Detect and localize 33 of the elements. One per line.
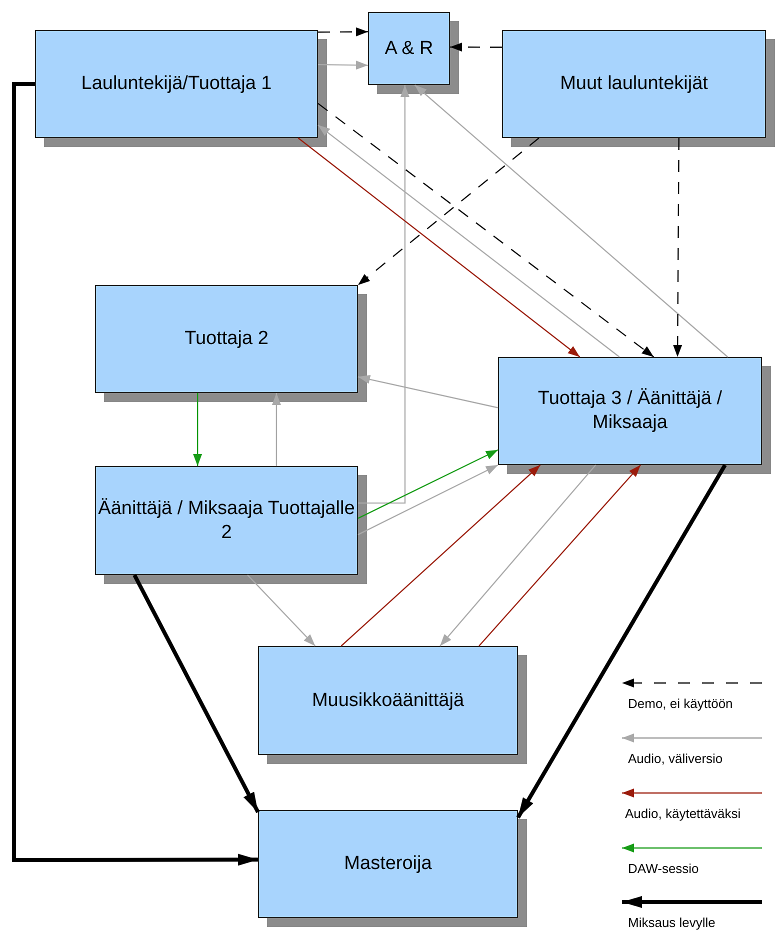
arrow: [193, 393, 202, 466]
arrow: [247, 574, 316, 646]
node-label: Äänittäjä / Miksaaja Tuottajalle 2: [97, 496, 356, 544]
legend-label: Audio, käytettäväksi: [625, 806, 741, 821]
arrow: [440, 464, 596, 646]
arrow: [318, 124, 620, 358]
arrow: [478, 464, 641, 646]
dashed-arrow: [450, 42, 502, 52]
node-label: Tuottaja 3 / Äänittäjä / Miksaaja: [536, 387, 724, 435]
arrow: [358, 375, 498, 408]
arrow: [318, 60, 368, 70]
arrow: [358, 85, 410, 504]
thick-arrow: [12, 82, 258, 866]
node-label: Muusikkoäänittäjä: [312, 688, 464, 712]
dashed-arrow: [318, 27, 368, 36]
arrow: [340, 464, 541, 646]
arrow: [358, 449, 498, 519]
dashed-arrow: [673, 138, 682, 357]
node-label: Muut lauluntekijät: [560, 72, 708, 96]
thick-arrow: [132, 574, 260, 814]
legend-label: Demo, ei käyttöön: [628, 696, 733, 711]
node-label: Tuottaja 2: [184, 327, 268, 351]
legend-label: DAW-sessio: [628, 861, 699, 876]
legend-label: Audio, väliversio: [628, 751, 723, 766]
legend-label: Miksaus levylle: [628, 915, 716, 930]
arrow: [414, 84, 728, 358]
node-label: Lauluntekijä/Tuottaja 1: [81, 72, 272, 96]
node-label: Masteroija: [344, 852, 432, 876]
arrow: [358, 464, 498, 536]
arrow: [272, 393, 281, 466]
dashed-arrow: [318, 102, 654, 358]
node-label: A & R: [384, 36, 434, 60]
thick-arrow: [516, 464, 727, 819]
